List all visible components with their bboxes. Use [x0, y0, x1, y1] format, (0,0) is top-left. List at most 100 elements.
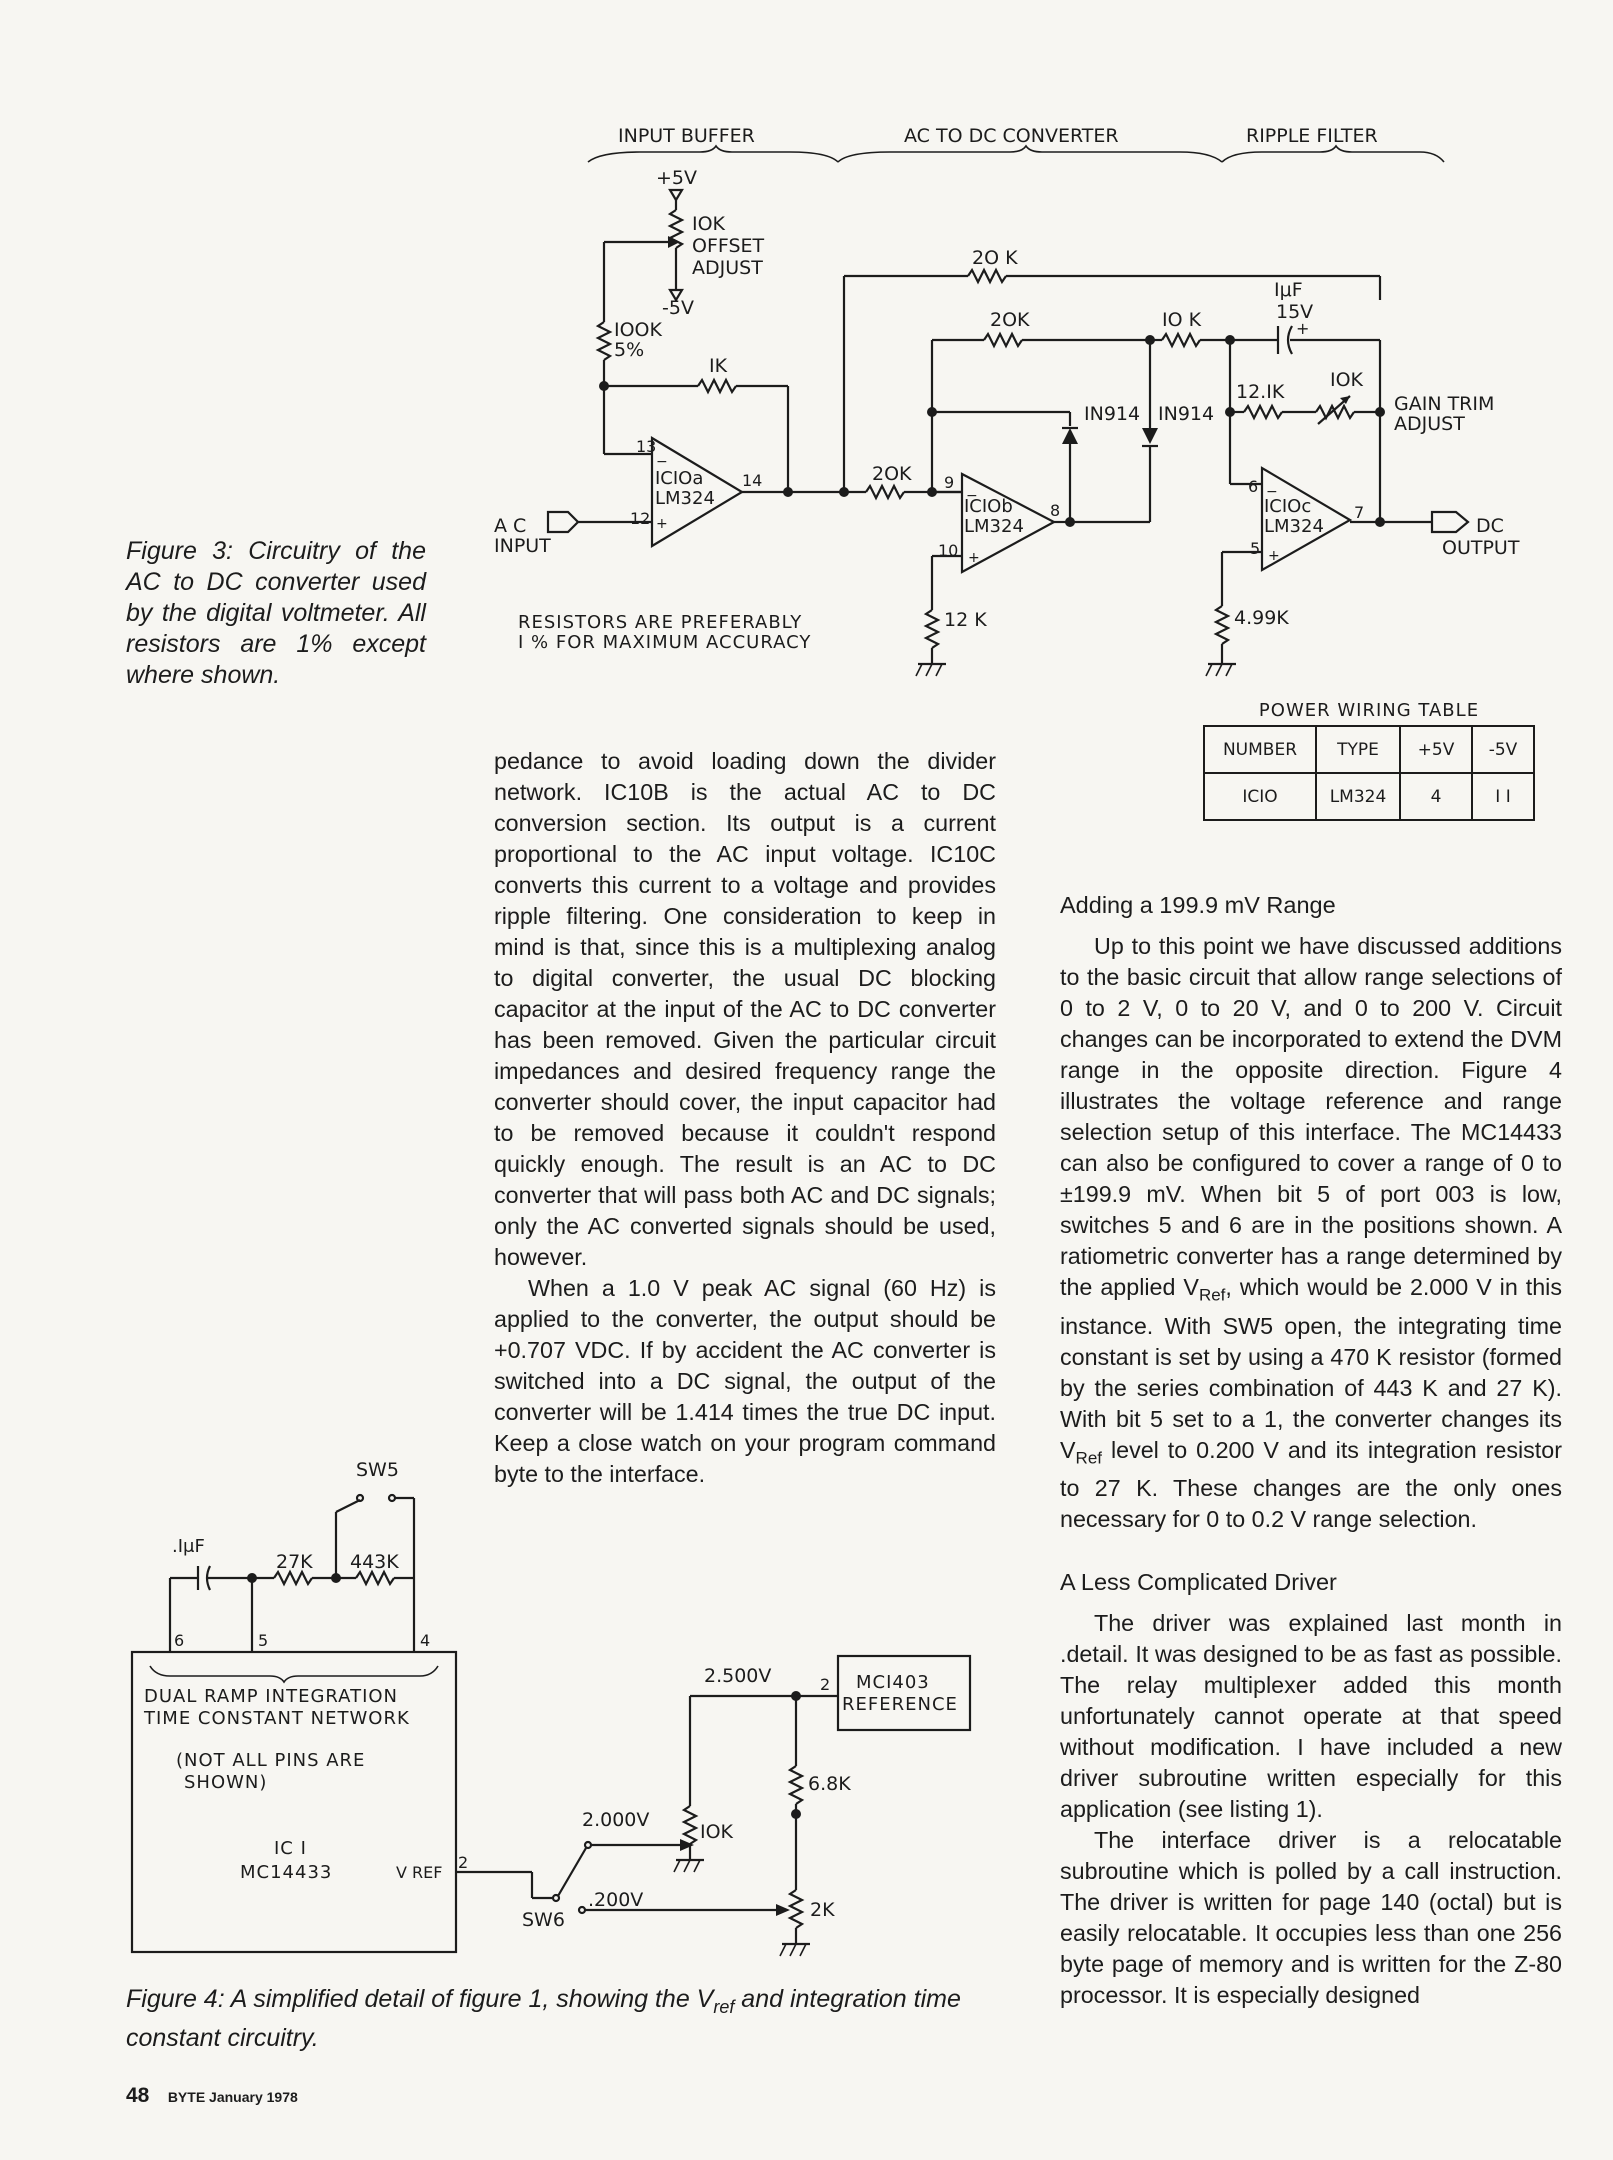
- section-heading-range: Adding a 199.9 mV Range: [1060, 892, 1336, 918]
- svg-text:+: +: [656, 516, 668, 532]
- figure3-schematic: INPUT BUFFER AC TO DC CONVERTER RIPPLE F…: [494, 125, 1520, 677]
- label-r100k-tol: 5%: [614, 339, 644, 361]
- svg-text:5: 5: [1250, 539, 1260, 558]
- svg-text:12: 12: [630, 509, 650, 528]
- label-offset-2: ADJUST: [692, 257, 763, 279]
- svg-text:6: 6: [174, 1631, 184, 1650]
- figure3-caption: Figure 3: Circuitry of the AC to DC conv…: [126, 537, 426, 689]
- figure4-schematic: SW5 .IμF 27K 443K 6 5 4 DUAL RAMP INTEGR…: [130, 1459, 972, 1957]
- label-r20k-in: 2OK: [872, 463, 912, 485]
- label-dc-output: DC: [1476, 515, 1504, 537]
- svg-text:10: 10: [938, 541, 958, 560]
- magazine-issue: BYTE January 1978: [167, 2089, 298, 2105]
- label-sw5: SW5: [356, 1459, 399, 1481]
- svg-text:TIME CONSTANT NETWORK: TIME CONSTANT NETWORK: [143, 1708, 410, 1729]
- svg-text:+: +: [1268, 548, 1280, 564]
- paragraph: The interface driver is a relocatable su…: [1060, 1827, 1562, 2009]
- paragraph: When a 1.0 V peak AC signal (60 Hz) is a…: [494, 1275, 996, 1487]
- label-ic10a: ICIOa: [655, 468, 703, 489]
- svg-text:ADJUST: ADJUST: [1394, 413, 1465, 435]
- table-cell: ICIO: [1203, 772, 1317, 821]
- label-minus5v: -5V: [662, 297, 694, 319]
- table-header-cell: +5V: [1399, 725, 1473, 774]
- svg-text:8: 8: [1050, 501, 1060, 520]
- label-ac-input-1: A C: [494, 515, 526, 537]
- svg-text:−: −: [966, 488, 978, 504]
- label-mc1403: MCI403: [856, 1672, 930, 1693]
- label-r100k: IOOK: [614, 319, 663, 341]
- svg-text:+: +: [968, 550, 980, 566]
- label-v200: .200V: [588, 1889, 643, 1911]
- paragraph: Up to this point we have discussed addit…: [1060, 933, 1562, 1533]
- svg-text:14: 14: [742, 471, 762, 490]
- svg-text:5: 5: [258, 1631, 268, 1650]
- body-column-1: pedance to avoid loading down the divide…: [494, 746, 996, 1490]
- figure4-caption: Figure 4: A simplified detail of figure …: [126, 1985, 961, 2052]
- svg-text:MC14433: MC14433: [240, 1862, 332, 1883]
- label-vref: V REF: [396, 1863, 442, 1882]
- label-v2500: 2.500V: [704, 1665, 771, 1687]
- table-cell: I I: [1471, 772, 1535, 821]
- label-r12k: 12 K: [944, 609, 987, 631]
- label-cap-01uf: .IμF: [172, 1536, 205, 1557]
- figure3-note-1: RESISTORS ARE PREFERABLY: [518, 612, 802, 633]
- svg-text:6: 6: [1248, 477, 1258, 496]
- svg-text:2: 2: [820, 1675, 830, 1694]
- page-footer: 48 BYTE January 1978: [126, 2084, 298, 2108]
- label-ic1: IC I: [274, 1838, 307, 1859]
- label-r27k: 27K: [276, 1551, 313, 1573]
- svg-text:LM324: LM324: [1264, 516, 1324, 537]
- label-diode2: IN914: [1158, 403, 1214, 425]
- section-ac-dc-converter: AC TO DC CONVERTER: [904, 125, 1119, 147]
- power-wiring-table: POWER WIRING TABLE NUMBER TYPE +5V -5V I…: [1203, 700, 1535, 821]
- label-offset-1: OFFSET: [692, 235, 765, 257]
- svg-text:4: 4: [420, 1631, 430, 1650]
- paragraph: pedance to avoid loading down the divide…: [494, 748, 996, 1270]
- svg-text:INPUT: INPUT: [494, 535, 551, 557]
- label-r20k-top: 2O K: [972, 247, 1018, 269]
- svg-text:15V: 15V: [1276, 301, 1313, 323]
- table-cell: 4: [1399, 772, 1473, 821]
- section-input-buffer: INPUT BUFFER: [618, 125, 755, 147]
- svg-text:LM324: LM324: [964, 516, 1024, 537]
- label-r68k: 6.8K: [808, 1773, 851, 1795]
- label-ic10b: ICIOb: [964, 496, 1013, 517]
- label-r1k: IK: [709, 355, 728, 377]
- svg-text:−: −: [1266, 484, 1278, 500]
- table-header-cell: TYPE: [1315, 725, 1401, 774]
- svg-text:−: −: [656, 454, 668, 470]
- table-row: ICIO LM324 4 I I: [1203, 772, 1535, 821]
- power-table-title: POWER WIRING TABLE: [1258, 700, 1480, 721]
- label-r10k-trim: IOK: [1330, 369, 1364, 391]
- svg-text:7: 7: [1354, 503, 1364, 522]
- label-v2000: 2.000V: [582, 1809, 649, 1831]
- label-diode1: IN914: [1084, 403, 1140, 425]
- section-ripple-filter: RIPPLE FILTER: [1246, 125, 1378, 147]
- svg-text:13: 13: [636, 437, 656, 456]
- label-r499k: 4.99K: [1234, 607, 1289, 629]
- label-r2k: 2K: [810, 1899, 835, 1921]
- label-gain-trim: GAIN TRIM: [1394, 393, 1494, 415]
- label-network-1: DUAL RAMP INTEGRATION: [144, 1686, 398, 1707]
- body-column-2: Adding a 199.9 mV Range Up to this point…: [1060, 892, 1562, 2011]
- label-r121k: 12.IK: [1236, 381, 1285, 403]
- label-offset-res: IOK: [692, 213, 726, 235]
- svg-text:LM324: LM324: [655, 488, 715, 509]
- label-r443k: 443K: [350, 1551, 399, 1573]
- label-ic10c: ICIOc: [1264, 496, 1311, 517]
- label-r10k-fb: IO K: [1162, 309, 1202, 331]
- svg-text:+: +: [1296, 319, 1309, 338]
- table-cell: LM324: [1315, 772, 1401, 821]
- power-table-header-row: NUMBER TYPE +5V -5V: [1203, 725, 1535, 774]
- svg-text:REFERENCE: REFERENCE: [842, 1694, 958, 1715]
- label-not-all-pins: (NOT ALL PINS ARE: [176, 1750, 365, 1771]
- page-number: 48: [126, 2084, 150, 2107]
- label-plus5v: +5V: [656, 167, 697, 189]
- label-sw6: SW6: [522, 1909, 565, 1931]
- svg-text:SHOWN): SHOWN): [184, 1772, 267, 1793]
- svg-text:9: 9: [944, 473, 954, 492]
- table-header-cell: NUMBER: [1203, 725, 1317, 774]
- label-cap: IμF: [1274, 279, 1303, 301]
- label-r10k-div: IOK: [700, 1821, 734, 1843]
